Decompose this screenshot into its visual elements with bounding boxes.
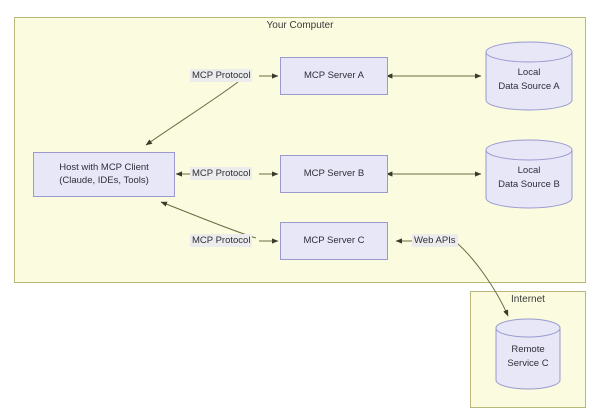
node-server-c-label: MCP Server C <box>303 234 365 246</box>
group-your-computer-title: Your Computer <box>266 20 334 31</box>
node-server-a-label: MCP Server A <box>303 69 364 81</box>
edge-label-host-to-server-c: MCP Protocol <box>190 234 253 248</box>
node-remote-service-c[interactable]: Remote Service C <box>495 318 561 391</box>
node-data-source-b[interactable]: Local Data Source B <box>485 139 573 209</box>
node-server-b[interactable]: MCP Server B <box>280 155 388 193</box>
cylinder-shape-data-source-b <box>485 139 573 209</box>
cylinder-shape-remote-service-c <box>495 318 561 390</box>
group-internet-title: Internet <box>511 294 545 305</box>
edge-label-web-apis: Web APIs <box>412 234 458 248</box>
node-server-b-label: MCP Server B <box>303 167 365 179</box>
node-host[interactable]: Host with MCP Client (Claude, IDEs, Tool… <box>33 152 175 197</box>
node-data-source-a[interactable]: Local Data Source A <box>485 41 573 111</box>
node-host-line-2: (Claude, IDEs, Tools) <box>59 174 149 186</box>
edge-label-host-to-server-b: MCP Protocol <box>190 167 253 181</box>
edge-label-host-to-server-a: MCP Protocol <box>190 69 253 83</box>
cylinder-shape-data-source-a <box>485 41 573 111</box>
node-host-line-1: Host with MCP Client <box>59 161 149 173</box>
node-server-a[interactable]: MCP Server A <box>280 57 388 95</box>
node-server-c[interactable]: MCP Server C <box>280 222 388 260</box>
